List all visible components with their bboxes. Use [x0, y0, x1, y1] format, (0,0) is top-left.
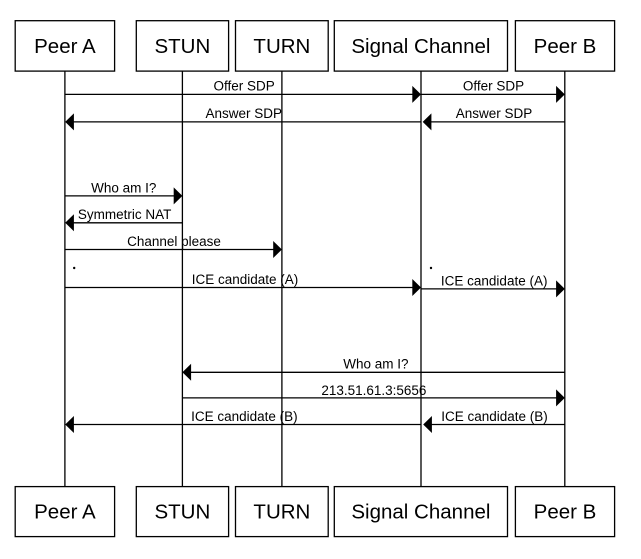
svg-text:STUN: STUN [154, 500, 210, 523]
svg-text:Answer SDP: Answer SDP [456, 106, 533, 121]
svg-text:213.51.61.3:5656: 213.51.61.3:5656 [321, 383, 426, 398]
svg-text:Peer B: Peer B [534, 35, 597, 58]
svg-text:Offer SDP: Offer SDP [213, 79, 274, 94]
svg-text:Who am I?: Who am I? [343, 356, 408, 371]
svg-text:Symmetric NAT: Symmetric NAT [78, 207, 172, 222]
svg-text:Offer SDP: Offer SDP [463, 79, 524, 94]
svg-text:STUN: STUN [154, 35, 210, 58]
svg-text:TURN: TURN [253, 500, 310, 523]
svg-text:ICE candidate (B): ICE candidate (B) [191, 409, 298, 424]
svg-text:Peer A: Peer A [34, 500, 96, 523]
svg-text:Peer B: Peer B [534, 500, 597, 523]
svg-text:Answer SDP: Answer SDP [206, 106, 283, 121]
svg-text:Channel please: Channel please [127, 234, 221, 249]
svg-text:Signal Channel: Signal Channel [351, 35, 490, 58]
svg-text:ICE candidate (A): ICE candidate (A) [192, 272, 299, 287]
svg-text:Signal Channel: Signal Channel [351, 500, 490, 523]
svg-text:ICE candidate (A): ICE candidate (A) [441, 273, 548, 288]
svg-text:Peer A: Peer A [34, 35, 96, 58]
svg-text:Who am I?: Who am I? [91, 181, 156, 196]
svg-text:TURN: TURN [253, 35, 310, 58]
svg-text:ICE candidate (B): ICE candidate (B) [441, 409, 548, 424]
